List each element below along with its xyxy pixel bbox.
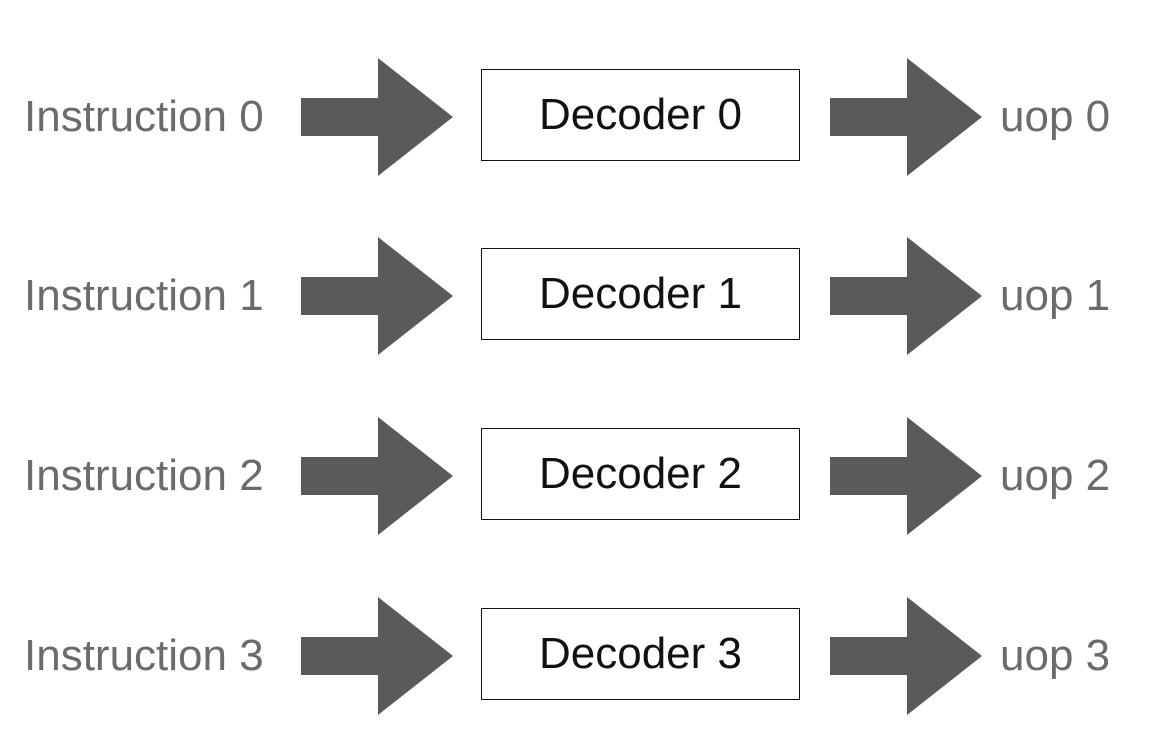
decoder-label: Decoder 1 — [538, 269, 742, 318]
decoder-label: Decoder 0 — [538, 90, 742, 139]
decoder-box: Decoder 0 — [481, 69, 800, 161]
instruction-label: Instruction 1 — [24, 271, 264, 320]
uop-label: uop 1 — [1000, 271, 1111, 320]
input-arrow-icon — [301, 58, 453, 176]
input-arrow-icon — [301, 597, 453, 715]
uop-label: uop 3 — [1000, 631, 1111, 680]
decoder-label: Decoder 2 — [538, 449, 742, 498]
instruction-label: Instruction 2 — [24, 451, 264, 500]
output-arrow-icon — [830, 597, 982, 715]
decode-row-1: Instruction 1 Decoder 1 uop 1 — [0, 237, 1150, 355]
uop-label: uop 0 — [1000, 92, 1111, 141]
instruction-label: Instruction 0 — [24, 92, 264, 141]
decode-row-2: Instruction 2 Decoder 2 uop 2 — [0, 417, 1150, 535]
decoder-box: Decoder 3 — [481, 608, 800, 700]
input-arrow-icon — [301, 237, 453, 355]
decoder-label: Decoder 3 — [538, 629, 742, 678]
output-arrow-icon — [830, 237, 982, 355]
output-arrow-icon — [830, 58, 982, 176]
input-arrow-icon — [301, 417, 453, 535]
decoder-box: Decoder 2 — [481, 428, 800, 520]
uop-label: uop 2 — [1000, 451, 1111, 500]
decode-row-3: Instruction 3 Decoder 3 uop 3 — [0, 597, 1150, 715]
decode-row-0: Instruction 0 Decoder 0 uop 0 — [0, 58, 1150, 176]
decoder-box: Decoder 1 — [481, 248, 800, 340]
instruction-label: Instruction 3 — [24, 631, 264, 680]
output-arrow-icon — [830, 417, 982, 535]
